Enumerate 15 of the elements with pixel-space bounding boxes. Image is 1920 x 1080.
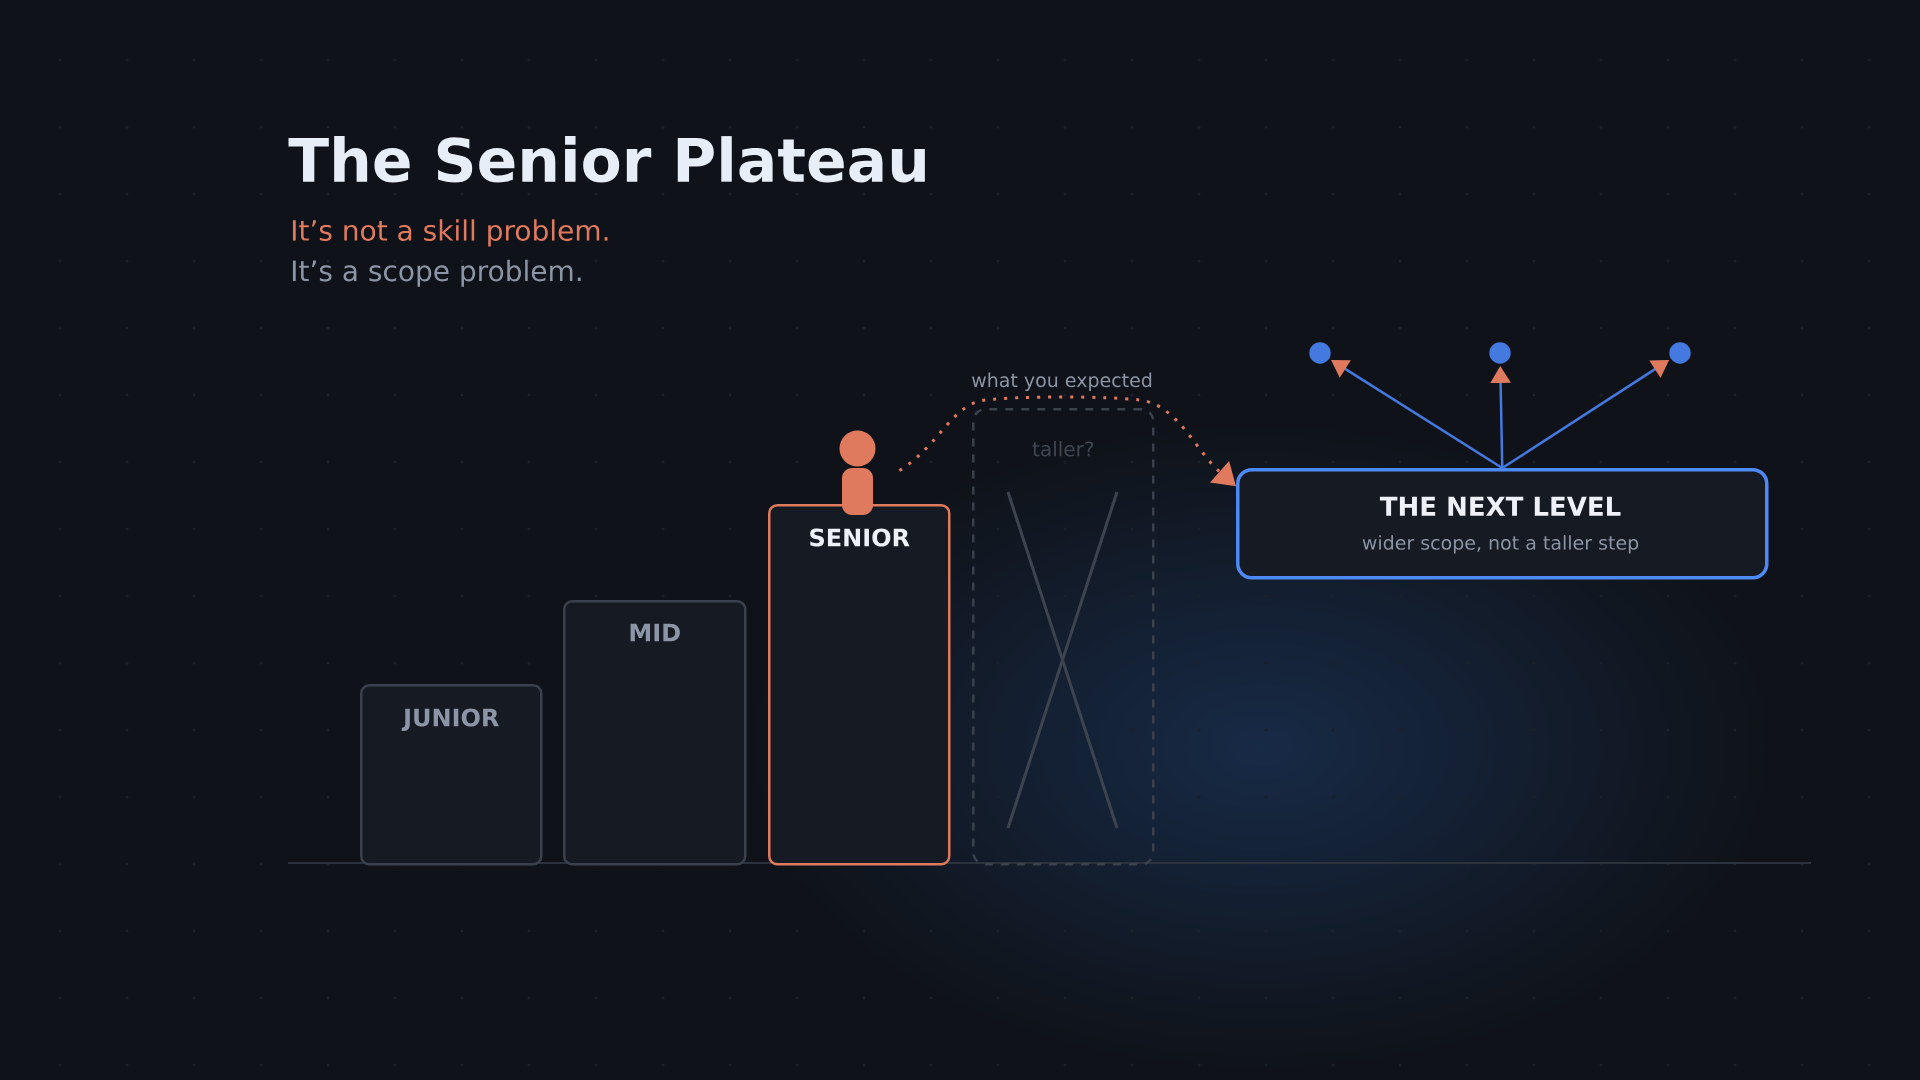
dot: [1309, 342, 1331, 364]
step-box: MID: [563, 600, 747, 866]
step-box: SENIOR: [768, 504, 951, 866]
level-box: [1236, 468, 1769, 580]
dot: [1669, 342, 1691, 364]
dashed-box: taller?: [972, 408, 1155, 866]
box-label: what you expected: [972, 372, 1152, 391]
subtitle: It’s not a skill problem.: [292, 219, 608, 247]
title: The Senior Plateau: [288, 136, 925, 183]
box-description: wider scope, not a taller step: [1362, 535, 1639, 554]
step-box: JUNIOR: [360, 684, 543, 866]
dot: [1489, 342, 1511, 364]
person-icon: [839, 430, 876, 515]
subtitle: It’s a scope problem.: [292, 259, 581, 287]
box-heading: THE NEXT LEVEL: [1379, 496, 1621, 516]
